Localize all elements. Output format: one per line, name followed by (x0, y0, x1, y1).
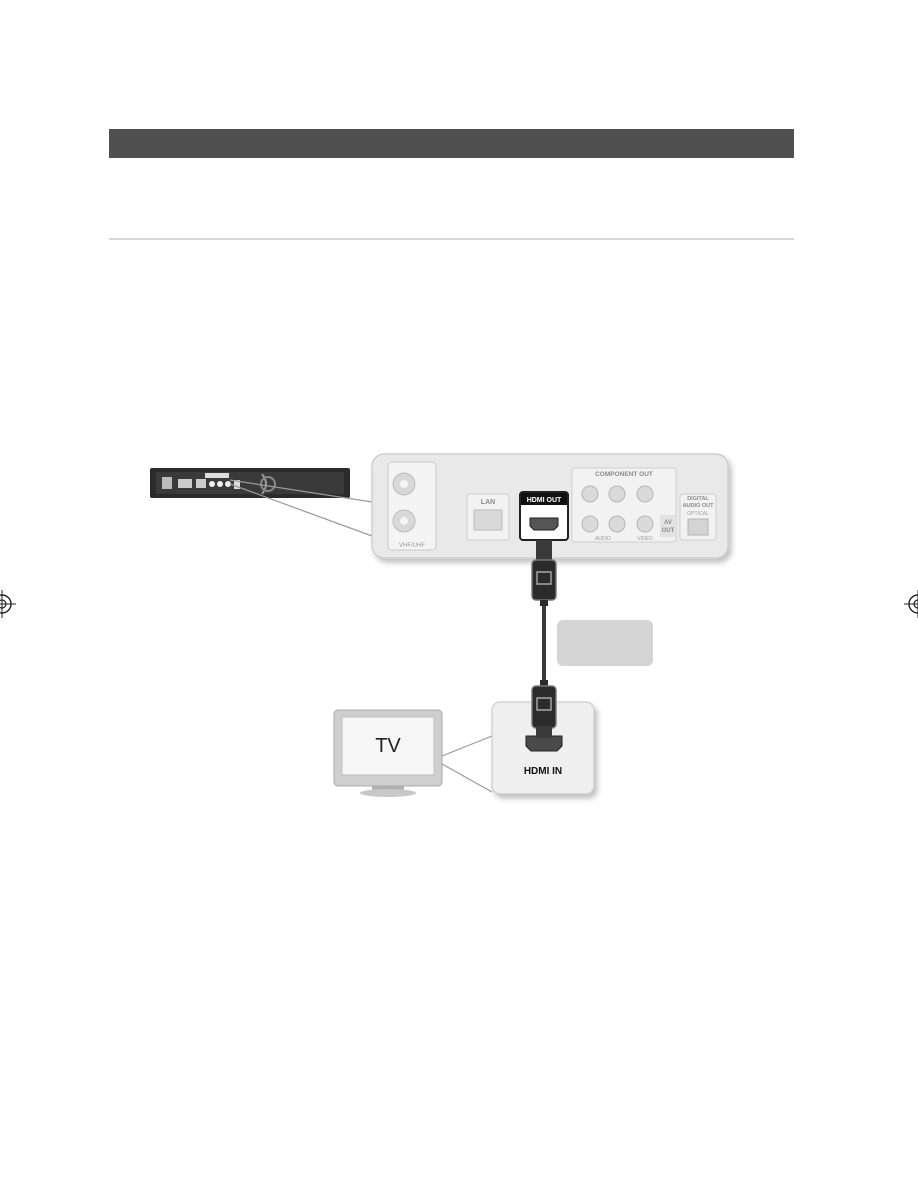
tv-screen-label: TV (375, 735, 401, 757)
hdmi-plug-bottom (531, 680, 557, 738)
tv-zoom-line-bottom (441, 763, 493, 793)
vhf-uhf-label: VHF/UHF (399, 543, 425, 549)
registration-mark-right-icon (904, 590, 918, 618)
av-out-label-1: AV (664, 520, 672, 526)
digital-label: DIGITAL (687, 496, 709, 502)
zoom-line-top (229, 479, 373, 503)
hdmi-out-port-group: HDMI OUT (519, 491, 569, 541)
component-out-label: COMPONENT OUT (595, 471, 653, 478)
video-label: VIDEO (637, 536, 653, 542)
antenna-block: VHF/UHF (387, 461, 437, 551)
registration-mark-left-icon (0, 590, 16, 618)
hdmi-in-label: HDMI IN (524, 766, 562, 777)
section-header-bar (109, 129, 794, 158)
av-out-label-2: OUT (662, 528, 675, 534)
optical-label: OPTICAL (687, 511, 709, 517)
cable-callout-box (557, 620, 653, 666)
hdmi-in-port-group: HDMI IN (524, 735, 563, 777)
lan-port-group: LAN (466, 493, 510, 541)
lan-label: LAN (481, 499, 495, 506)
hdmi-plug-top (531, 540, 557, 606)
audio-out-label: AUDIO OUT (683, 503, 715, 509)
tv-icon: TV (333, 709, 443, 797)
tv-zoom-line-top (441, 735, 493, 757)
zoom-line-bottom (229, 483, 373, 537)
component-out-group: COMPONENT OUT AUDIO VIDEO AV OUT (571, 467, 677, 543)
hdmi-out-label: HDMI OUT (527, 497, 562, 504)
section-divider (109, 238, 794, 240)
audio-label: AUDIO (595, 536, 611, 542)
digital-audio-out-group: DIGITAL AUDIO OUT OPTICAL (679, 493, 717, 541)
